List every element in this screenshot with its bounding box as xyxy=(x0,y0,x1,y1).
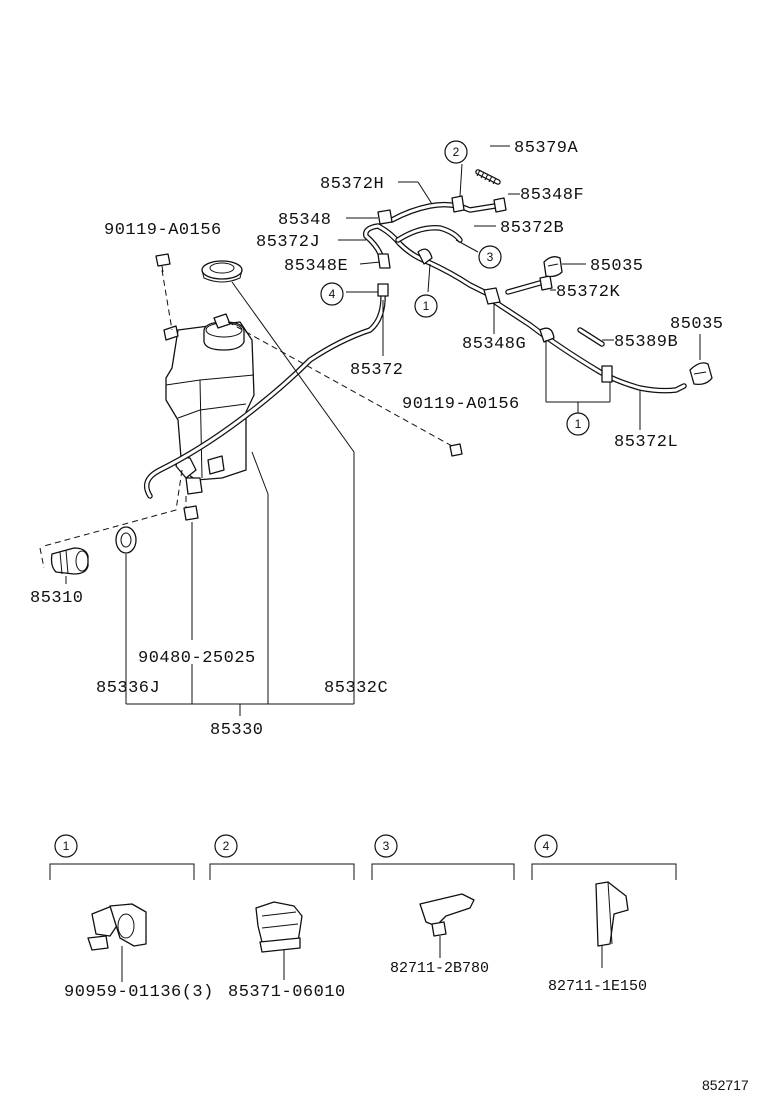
label-85372: 85372 xyxy=(350,361,404,380)
label-85379A: 85379A xyxy=(514,139,579,158)
filler-cap xyxy=(201,260,243,283)
callout-number: 4 xyxy=(329,287,336,301)
label-85372L: 85372L xyxy=(614,433,678,452)
washer-hoses xyxy=(143,169,687,499)
bolt-lower xyxy=(449,443,463,457)
legend-clip-1: 1 90959-01136(3) xyxy=(49,834,214,1002)
callout-1-right: 1 xyxy=(566,412,590,436)
diagram-reference: 852717 xyxy=(702,1077,749,1093)
label-85348F: 85348F xyxy=(520,186,584,205)
label-85336J: 85336J xyxy=(96,679,160,698)
label-90119-A0156-upper: 90119-A0156 xyxy=(104,221,222,240)
label-85330: 85330 xyxy=(210,721,264,740)
label-85332C: 85332C xyxy=(324,679,388,698)
label-85035-lower: 85035 xyxy=(670,315,724,334)
label-85348: 85348 xyxy=(278,211,332,230)
washer-pump xyxy=(50,547,89,575)
callout-number: 3 xyxy=(487,250,494,264)
leader-lines xyxy=(65,145,701,716)
hose-joints xyxy=(377,195,613,383)
label-85348G: 85348G xyxy=(462,335,526,354)
callout-3-top: 3 xyxy=(478,245,502,269)
label-90959-01136: 90959-01136(3) xyxy=(64,983,214,1002)
bolt-upper xyxy=(155,253,171,273)
legend-number: 3 xyxy=(383,839,390,853)
callout-2-top: 2 xyxy=(444,140,468,164)
legend-number: 2 xyxy=(223,839,230,853)
label-85035-upper: 85035 xyxy=(590,257,644,276)
label-85371-06010: 85371-06010 xyxy=(228,983,346,1002)
callout-number: 1 xyxy=(423,299,430,313)
washer-nozzle-lower xyxy=(689,362,713,386)
callout-number: 1 xyxy=(575,417,582,431)
washer-tank xyxy=(163,313,255,495)
legend-number: 1 xyxy=(63,839,70,853)
label-85372B: 85372B xyxy=(500,219,564,238)
callout-number: 2 xyxy=(453,145,460,159)
label-85372H: 85372H xyxy=(320,175,384,194)
legend-clip-2: 2 85371-06010 xyxy=(209,834,355,1002)
callout-1-top: 1 xyxy=(414,294,438,318)
legend-number: 4 xyxy=(543,839,550,853)
part-labels: 85379A 85372H 85348F 85348 85372B 85372J… xyxy=(30,139,724,740)
callout-4-top: 4 xyxy=(320,282,344,306)
mounting-guide-lines xyxy=(39,269,453,569)
label-82711-1E150: 82711-1E150 xyxy=(548,978,647,995)
label-90480-25025: 90480-25025 xyxy=(138,649,256,668)
legend-clip-4: 4 82711-1E150 xyxy=(531,834,677,995)
label-85310: 85310 xyxy=(30,589,84,608)
label-85372K: 85372K xyxy=(556,283,621,302)
label-85348E: 85348E xyxy=(284,257,348,276)
pump-grommet xyxy=(115,526,137,554)
label-90119-A0156-lower: 90119-A0156 xyxy=(402,395,520,414)
legend-clip-3: 3 82711-2B780 xyxy=(371,834,515,977)
label-82711-2B780: 82711-2B780 xyxy=(390,960,489,977)
washer-nozzle-upper xyxy=(543,256,563,278)
label-85389B: 85389B xyxy=(614,333,678,352)
label-85372J: 85372J xyxy=(256,233,320,252)
washer-plug xyxy=(183,505,199,521)
